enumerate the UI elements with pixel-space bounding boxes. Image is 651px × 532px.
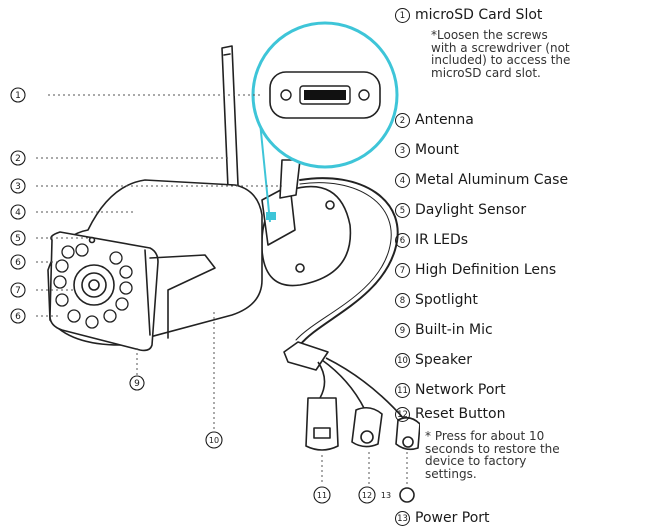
callout-7: 7 bbox=[10, 282, 26, 298]
callout-6a: 6 bbox=[10, 254, 26, 270]
callout-13: 13 bbox=[381, 491, 391, 500]
svg-text:6: 6 bbox=[15, 258, 21, 268]
sd-magnifier bbox=[251, 21, 399, 223]
legend-label: Power Port bbox=[415, 510, 490, 526]
antenna bbox=[221, 45, 239, 189]
svg-text:10: 10 bbox=[209, 436, 219, 445]
legend-label: Mount bbox=[415, 142, 459, 158]
svg-text:11: 11 bbox=[317, 491, 327, 500]
svg-text:3: 3 bbox=[15, 182, 21, 192]
legend-label: Network Port bbox=[415, 382, 506, 398]
legend-label: Metal Aluminum Case bbox=[415, 172, 569, 188]
svg-text:13: 13 bbox=[381, 491, 391, 500]
legend-label: High Definition Lens bbox=[415, 262, 557, 278]
callout-9: 9 bbox=[129, 375, 145, 391]
network-connector bbox=[305, 397, 339, 451]
lens bbox=[73, 264, 115, 306]
svg-text:6: 6 bbox=[15, 312, 21, 322]
callout-3: 3 bbox=[10, 178, 26, 194]
legend-label: Speaker bbox=[415, 352, 472, 368]
callout-4: 4 bbox=[10, 204, 26, 220]
legend-label: Reset Button bbox=[415, 406, 506, 422]
cable bbox=[299, 177, 399, 346]
sd-card-note: *Loosen the screws with a screwdriver (n… bbox=[431, 28, 571, 80]
svg-text:7: 7 bbox=[15, 286, 21, 296]
legend-label: IR LEDs bbox=[415, 232, 469, 248]
legend-label: Spotlight bbox=[415, 292, 478, 308]
cable-inner bbox=[295, 182, 392, 341]
legend-label: Daylight Sensor bbox=[415, 202, 527, 218]
legend-label: Antenna bbox=[415, 112, 474, 128]
callout-5: 5 bbox=[10, 230, 26, 246]
callout-10: 10 bbox=[205, 431, 223, 449]
camera-diagram: 1 2 3 4 5 6 7 6 9 10 11 12 13 bbox=[10, 21, 420, 504]
legend-label: Built-in Mic bbox=[415, 322, 493, 338]
svg-text:4: 4 bbox=[15, 208, 21, 218]
svg-text:5: 5 bbox=[15, 234, 21, 244]
reset-note: * Press for about 10 seconds to restore … bbox=[425, 429, 560, 481]
callout-1: 1 bbox=[10, 87, 26, 103]
legend-label: microSD Card Slot bbox=[415, 7, 543, 23]
svg-text:2: 2 bbox=[15, 154, 21, 164]
svg-text:9: 9 bbox=[134, 379, 140, 389]
svg-text:1: 1 bbox=[15, 91, 21, 101]
callout-2: 2 bbox=[10, 150, 26, 166]
callout-11: 11 bbox=[313, 486, 331, 504]
callout-6b: 6 bbox=[10, 308, 26, 324]
svg-text:12: 12 bbox=[362, 491, 372, 500]
callout-12: 12 bbox=[358, 486, 376, 504]
reset-connector bbox=[351, 406, 383, 448]
power-port-symbol bbox=[399, 487, 415, 503]
